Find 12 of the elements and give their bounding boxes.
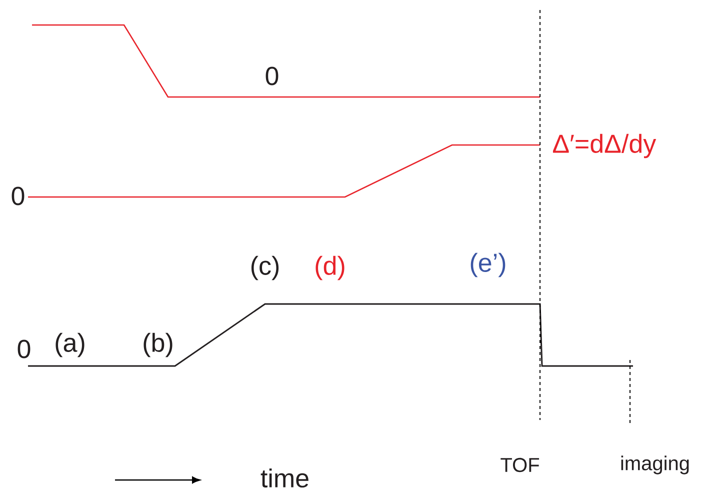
axis-label: (b) [144,332,172,358]
axis-label: 0 [12,186,24,206]
axis-label: (c) [251,256,279,280]
axis-label: (a) [56,332,84,358]
axis-label: Δ′=dΔ/dy [552,134,656,158]
axis-label: 0 [18,340,30,358]
axis-label: time [260,468,308,488]
axis-label: imaging [621,456,689,474]
axis-label: (e’) [470,252,506,278]
axis-label: TOF [500,458,540,472]
axis-label: (d) [316,256,344,280]
axis-label: 0 [266,66,278,86]
